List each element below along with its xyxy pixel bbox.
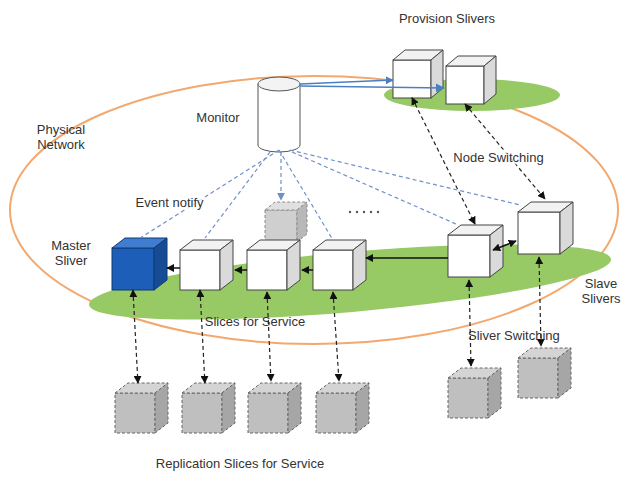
node-label: Replication Slices for Service	[105, 456, 375, 471]
sliver-cube	[446, 56, 496, 104]
sliver-cube	[313, 240, 366, 290]
sliver-cube	[115, 383, 168, 433]
monitor-line	[292, 152, 456, 224]
sliver-cube	[180, 240, 233, 290]
cube-face	[287, 240, 300, 290]
cube-face	[356, 383, 369, 433]
sliver-cube	[182, 383, 235, 433]
cube-face	[297, 202, 307, 242]
cube-face	[448, 235, 490, 277]
node-label: Slices for Service	[180, 314, 330, 329]
connector-arrow	[133, 290, 138, 383]
connector-arrow	[300, 80, 393, 84]
cube-face	[518, 212, 560, 254]
slave-sliver-group: Slave Slivers	[430, 190, 630, 305]
cube-face	[265, 210, 297, 242]
dot	[349, 211, 351, 213]
cube-face	[222, 383, 235, 433]
cube-face	[518, 358, 558, 398]
edge-label: Node Switching	[451, 149, 545, 164]
replication-arrow	[333, 292, 339, 381]
cube-face	[182, 393, 222, 433]
master-sliver: Master Sliver	[40, 228, 170, 312]
cube-face	[313, 250, 353, 290]
chain-arrow	[302, 269, 313, 271]
connector-arrow	[167, 267, 180, 269]
cube-face	[431, 50, 443, 98]
node-label: Physical Network	[23, 122, 99, 152]
cube-face	[220, 240, 233, 290]
dot	[356, 211, 358, 213]
cylinder-body	[258, 84, 300, 152]
dot	[363, 211, 365, 213]
cube-face	[155, 383, 168, 433]
replication-arrow	[267, 292, 271, 381]
sliver-cube	[112, 238, 167, 290]
node-label: Master Sliver	[42, 238, 100, 268]
monitor-line	[280, 152, 281, 200]
cube-face	[448, 378, 488, 418]
cube-face	[353, 240, 366, 290]
cube-face	[558, 348, 571, 398]
node-label: Provision Slivers	[387, 11, 507, 26]
replication-arrow	[469, 280, 471, 366]
cube-face	[560, 202, 573, 254]
cube-face	[393, 60, 431, 98]
cube-face	[488, 368, 501, 418]
cube-face	[288, 383, 301, 433]
replica-cube	[518, 348, 571, 398]
network-ellipse	[10, 76, 618, 344]
cube-face	[154, 238, 167, 290]
monitor-line	[205, 152, 270, 238]
cube-face	[115, 393, 155, 433]
annotation-label: Sliver Switching	[468, 328, 560, 343]
sliver-cube	[247, 240, 300, 290]
replica-cube	[448, 368, 501, 418]
sliver-cube	[248, 383, 301, 433]
sliver-cube	[518, 202, 573, 254]
connector-arrow	[279, 150, 333, 240]
connector-arrow	[200, 290, 205, 383]
cylinder-top	[258, 77, 300, 91]
cube-face	[248, 393, 288, 433]
edge-label: Event notify	[134, 195, 206, 210]
replication-slice-group: Replication Slices for Service	[105, 358, 375, 475]
node-label: Monitor	[187, 110, 249, 125]
cube-face	[490, 225, 503, 277]
ellipsis-dots	[349, 211, 379, 213]
monitor-database: Monitor	[185, 72, 315, 157]
dot	[377, 211, 379, 213]
cube-face	[180, 250, 220, 290]
sliver-cube	[448, 225, 503, 277]
cube-face	[247, 250, 287, 290]
dot	[370, 211, 372, 213]
service-slice-group: Slices for Service	[175, 222, 375, 337]
cube-face	[316, 393, 356, 433]
sliver-cube	[393, 50, 443, 98]
cube-face	[446, 66, 484, 104]
cube-face	[112, 248, 154, 290]
chain-arrow	[235, 269, 247, 271]
connector-arrow	[366, 257, 448, 259]
sliver-cube	[316, 383, 369, 433]
provision-sliver-group: Provision Slivers	[370, 8, 570, 123]
ghost-sliver-cube	[265, 202, 307, 242]
cube-face	[484, 56, 496, 104]
node-label: Slave Slivers	[573, 276, 629, 306]
